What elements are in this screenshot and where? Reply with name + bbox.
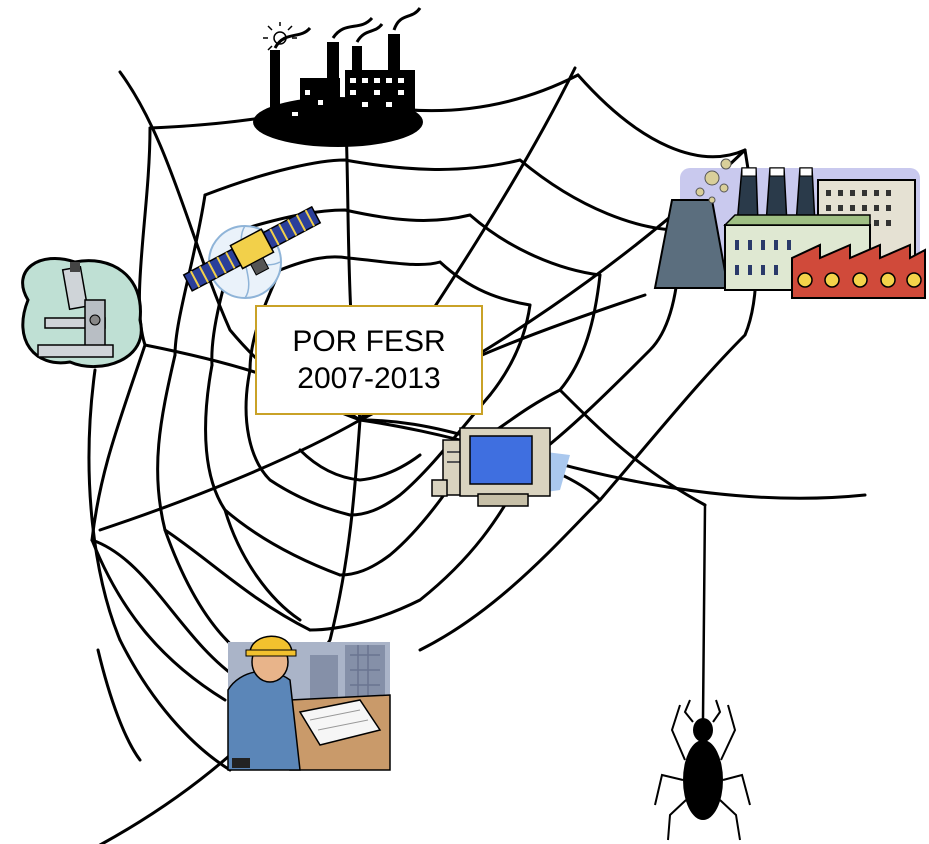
satellite-icon (182, 205, 322, 299)
spider-icon (654, 699, 751, 841)
title-line-2: 2007-2013 (297, 362, 441, 395)
computer-icon (431, 427, 570, 507)
engineer-with-blueprints-icon (227, 635, 391, 771)
industrial-plant-icon (653, 158, 926, 299)
microscope-icon (21, 256, 143, 369)
title-line-1: POR FESR (292, 324, 446, 358)
center-title-box: POR FESR 2007-2013 (255, 305, 483, 415)
factory-silhouette-icon (253, 7, 423, 147)
